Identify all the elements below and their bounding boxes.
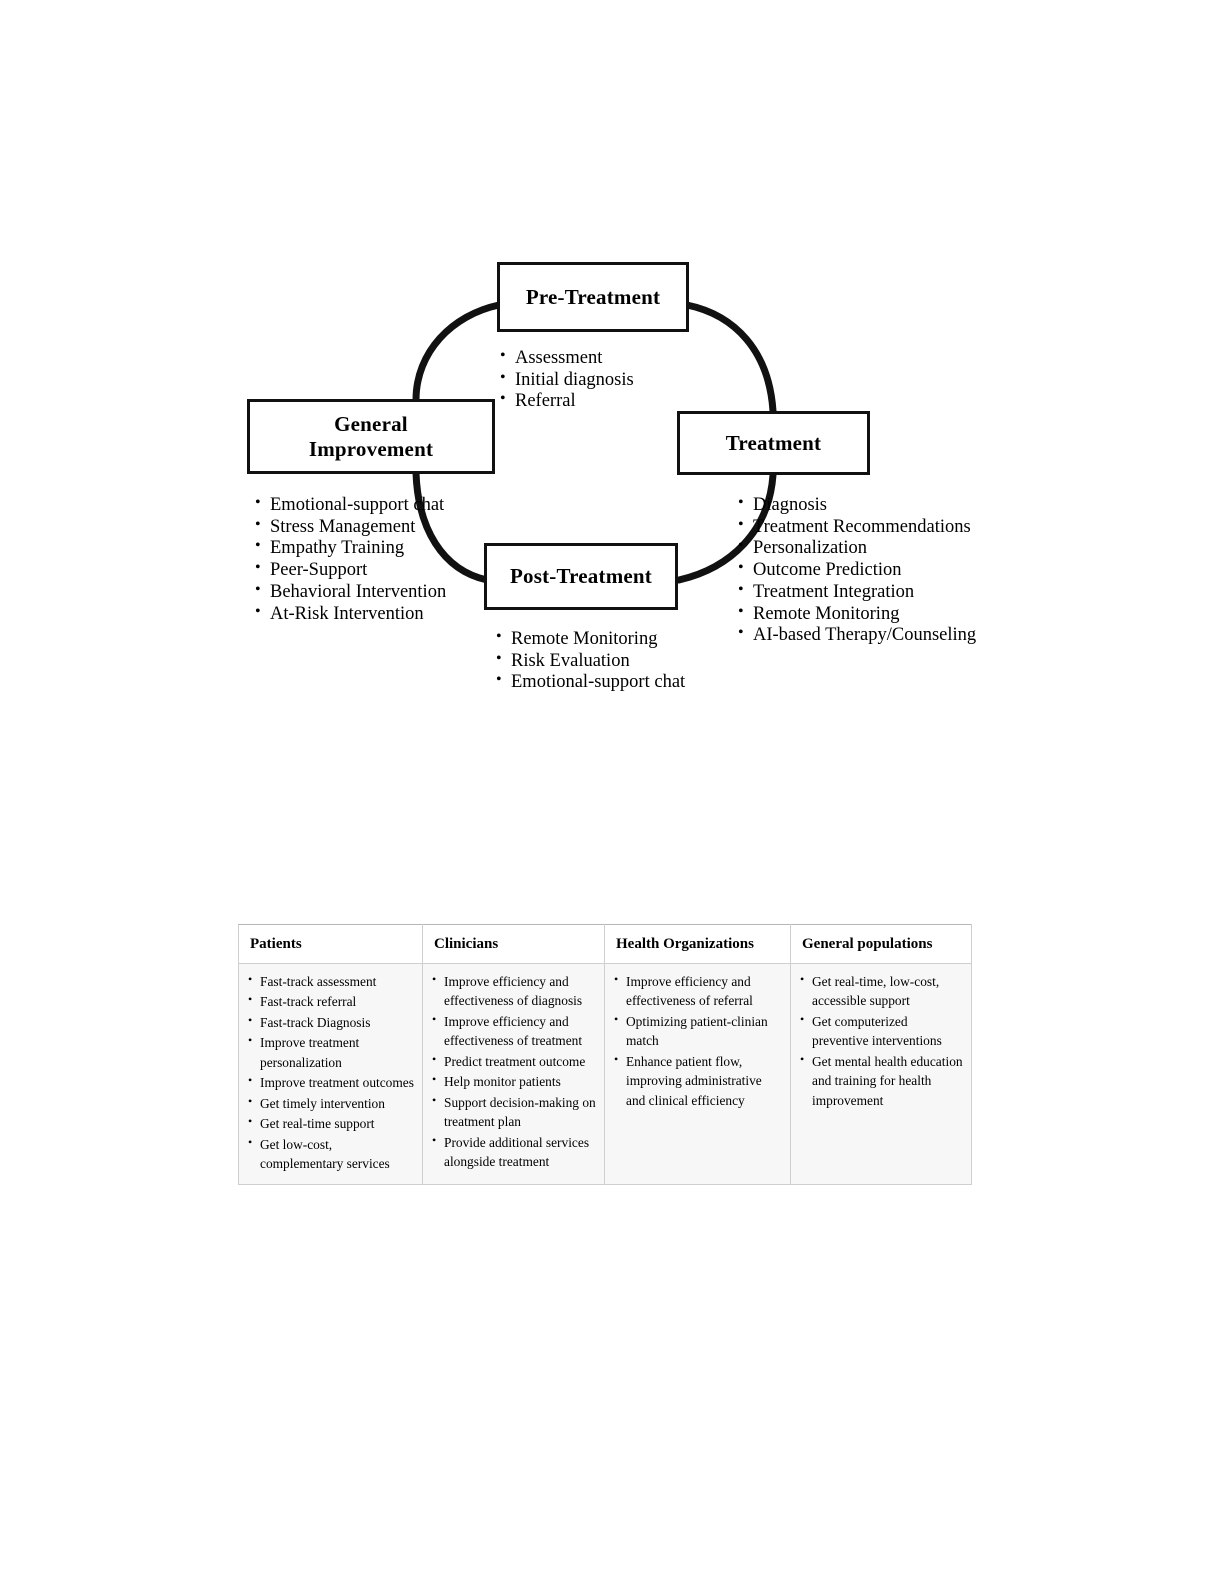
node-post-treatment[interactable]: Post-Treatment [484,543,678,610]
list-item: Behavioral Intervention [255,581,495,603]
node-general-improvement-line1: General [334,411,408,436]
arc-pre-to-treatment [683,301,777,415]
node-general-improvement-line2: Improvement [308,436,434,461]
cell-list-clinicians: Improve efficiency and effectiveness of … [431,971,596,1172]
list-item: Peer-Support [255,559,495,581]
node-general-improvement-label: General Improvement [309,412,433,462]
list-item: Initial diagnosis [500,369,730,391]
arc-general-to-pre [412,301,503,404]
list-item: Get timely intervention [247,1093,414,1113]
column-header-clinicians: Clinicians [422,924,605,964]
list-item: Improve efficiency and effectiveness of … [431,1011,596,1051]
list-item: Get mental health education and training… [799,1051,963,1110]
list-item: Improve treatment personalization [247,1032,414,1072]
list-item: Risk Evaluation [496,650,776,672]
list-item: Get real-time support [247,1113,414,1133]
list-item: Support decision-making on treatment pla… [431,1092,596,1132]
list-item: Personalization [738,537,1038,559]
list-item: Improve efficiency and effectiveness of … [613,971,782,1011]
cell-clinicians: Improve efficiency and effectiveness of … [422,962,605,1186]
cell-list-patients: Fast-track assessment Fast-track referra… [247,971,414,1174]
node-post-treatment-label: Post-Treatment [510,564,652,589]
list-item: Get low-cost, complementary services [247,1134,414,1174]
cell-list-health-organizations: Improve efficiency and effectiveness of … [613,971,782,1110]
list-item: Get computerized preventive intervention… [799,1011,963,1051]
node-pre-treatment[interactable]: Pre-Treatment [497,262,689,332]
list-item: Stress Management [255,516,495,538]
list-item: Get real-time, low-cost, accessible supp… [799,971,963,1011]
list-item: Provide additional services alongside tr… [431,1132,596,1172]
table-row: Fast-track assessment Fast-track referra… [238,962,972,1186]
list-post-treatment-items: Remote Monitoring Risk Evaluation Emotio… [496,628,776,694]
list-item: Empathy Training [255,537,495,559]
list-item: Improve treatment outcomes [247,1072,414,1092]
list-pre-treatment-items: Assessment Initial diagnosis Referral [500,347,730,413]
cell-list-general-populations: Get real-time, low-cost, accessible supp… [799,971,963,1110]
list-item: Assessment [500,347,730,369]
list-item: Enhance patient flow, improving administ… [613,1051,782,1110]
list-item: Fast-track referral [247,991,414,1011]
list-item: Emotional-support chat [496,671,776,693]
column-header-patients: Patients [238,924,423,964]
list-item: Diagnosis [738,494,1038,516]
node-general-improvement[interactable]: General Improvement [247,399,495,474]
list-item: AI-based Therapy/Counseling [738,624,1038,646]
list-item: Help monitor patients [431,1071,596,1091]
node-treatment-label: Treatment [725,430,822,455]
list-item: Fast-track assessment [247,971,414,991]
list-item: Remote Monitoring [738,603,1038,625]
list-item: Predict treatment outcome [431,1051,596,1071]
list-item: At-Risk Intervention [255,603,495,625]
list-item: Improve efficiency and effectiveness of … [431,971,596,1011]
benefits-table: Patients Clinicians Health Organizations… [238,924,972,1186]
table-header-row: Patients Clinicians Health Organizations… [238,924,972,964]
list-item: Optimizing patient-clinian match [613,1011,782,1051]
cycle-diagram: Pre-Treatment General Improvement Treatm… [0,0,1225,760]
list-item: Fast-track Diagnosis [247,1012,414,1032]
node-treatment[interactable]: Treatment [677,411,870,475]
cell-general-populations: Get real-time, low-cost, accessible supp… [790,962,972,1186]
list-item: Referral [500,390,730,412]
list-treatment-items: Diagnosis Treatment Recommendations Pers… [738,494,1038,647]
node-pre-treatment-label: Pre-Treatment [525,284,661,309]
list-item: Remote Monitoring [496,628,776,650]
list-item: Treatment Integration [738,581,1038,603]
cell-health-organizations: Improve efficiency and effectiveness of … [604,962,791,1186]
list-item: Emotional-support chat [255,494,495,516]
column-header-general-populations: General populations [790,924,972,964]
list-item: Treatment Recommendations [738,516,1038,538]
column-header-health-organizations: Health Organizations [604,924,791,964]
cell-patients: Fast-track assessment Fast-track referra… [238,962,423,1186]
list-item: Outcome Prediction [738,559,1038,581]
list-general-improvement-items: Emotional-support chat Stress Management… [255,494,495,625]
